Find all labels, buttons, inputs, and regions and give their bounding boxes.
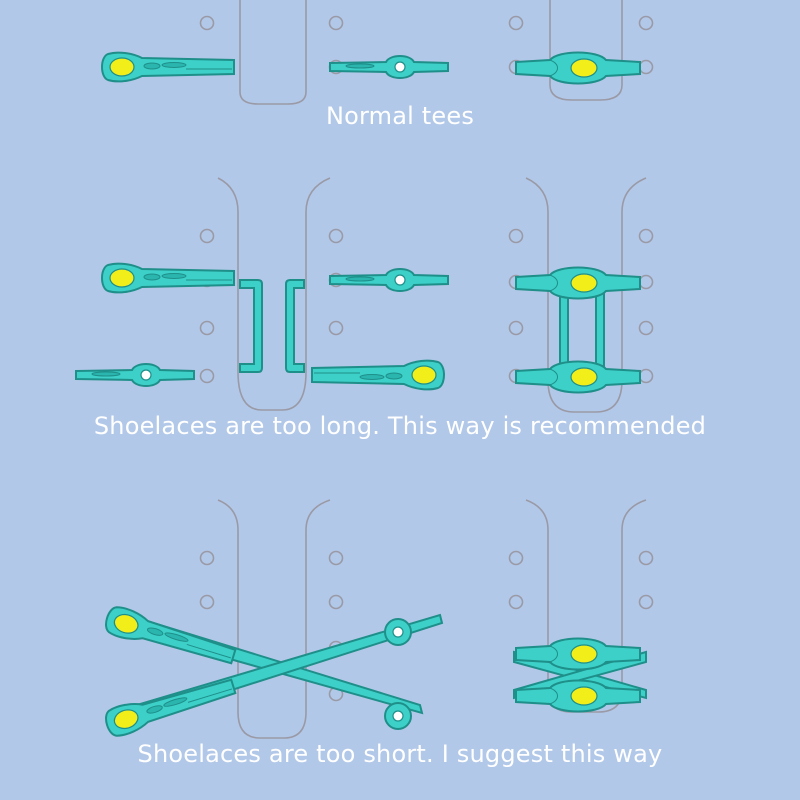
panel-too-short <box>101 499 654 740</box>
shoelace-clip-end-icon <box>311 359 445 391</box>
shoelace-connector-bar-icon <box>239 279 305 373</box>
shoelace-assembled-long <box>515 266 641 394</box>
shoelace-clip-loop-icon <box>329 268 449 292</box>
shoe-outline-1 <box>239 0 623 105</box>
shoe-outline-2 <box>217 177 647 413</box>
shoelace-assembled-short <box>513 637 647 713</box>
panel-normal <box>101 0 654 105</box>
eyelet-hole-icon <box>199 228 654 384</box>
panel-too-long <box>75 177 654 413</box>
caption-too-short: Shoelaces are too short. I suggest this … <box>137 740 663 768</box>
shoelace-clip-end-icon <box>101 51 235 83</box>
caption-too-long: Shoelaces are too long. This way is reco… <box>93 412 707 440</box>
shoelace-crossed-short <box>101 603 444 740</box>
shoelace-clip-loop-icon <box>75 363 195 387</box>
shoelace-clip-end-icon <box>101 262 235 294</box>
caption-normal-tees: Normal tees <box>325 102 475 130</box>
shoelace-clip-loop-icon <box>329 55 449 79</box>
